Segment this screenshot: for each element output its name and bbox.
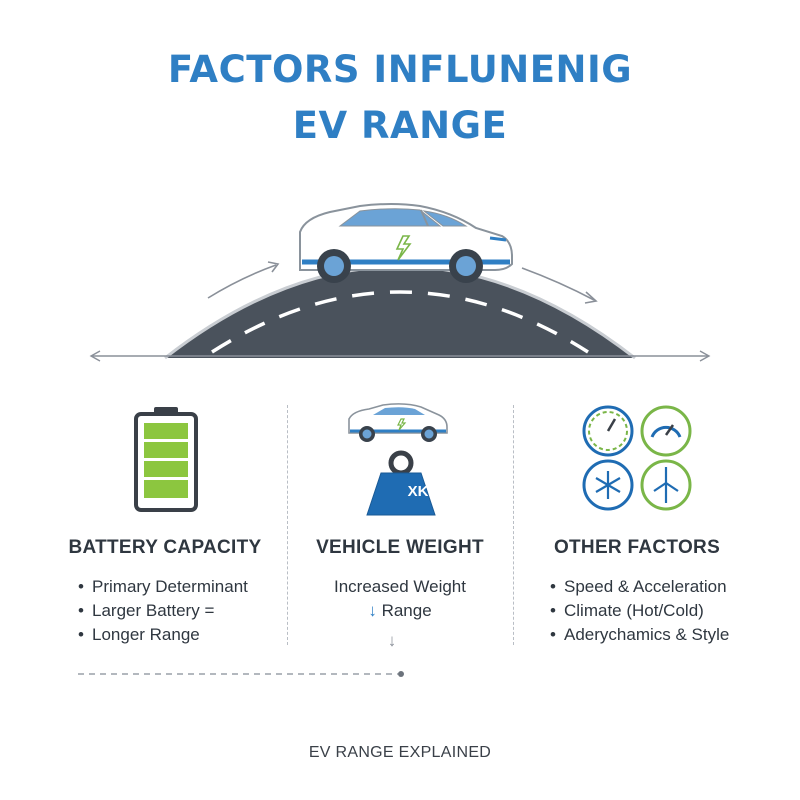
other-factors-icons bbox=[582, 405, 692, 511]
title-line-2: EV RANGE bbox=[292, 104, 508, 147]
column-divider-1 bbox=[287, 405, 288, 645]
horizon-arrow bbox=[89, 350, 711, 362]
other-factors-bullets: Speed & Acceleration Climate (Hot/Cold) … bbox=[550, 575, 729, 647]
road-center-dashes bbox=[211, 290, 589, 354]
snowflake-icon bbox=[582, 459, 634, 511]
car-weight-icon bbox=[348, 403, 448, 516]
battery-bullet-2: Larger Battery = bbox=[78, 599, 248, 623]
weight-icon bbox=[366, 450, 436, 516]
arc-arrow-right bbox=[521, 267, 595, 301]
battery-bullet-1: Primary Determinant bbox=[78, 575, 248, 599]
other-bullet-1: Speed & Acceleration bbox=[550, 575, 729, 599]
weight-range-label: Range bbox=[381, 601, 432, 620]
battery-capacity-heading: BATTERY CAPACITY bbox=[68, 537, 262, 558]
title-line-1: FACTORS INFLUNENIG bbox=[167, 48, 633, 91]
page-title: FACTORS INFLUNENIG EV RANGE bbox=[0, 42, 800, 154]
battery-icon bbox=[134, 407, 198, 512]
footer-caption: EV RANGE EXPLAINED bbox=[308, 744, 492, 761]
other-bullet-2: Climate (Hot/Cold) bbox=[550, 599, 729, 623]
arc-arrow-left bbox=[207, 264, 277, 299]
dashed-connector bbox=[78, 671, 404, 677]
vehicle-weight-heading: VEHICLE WEIGHT bbox=[316, 537, 484, 558]
hero-illustration bbox=[89, 203, 711, 362]
battery-bullets: Primary Determinant Larger Battery = Lon… bbox=[78, 575, 248, 647]
other-bullet-3: Aderychamics & Style bbox=[550, 623, 729, 647]
weight-label: XK bbox=[407, 483, 429, 500]
battery-bullet-3: Longer Range bbox=[78, 623, 248, 647]
down-arrow-icon: ↓ bbox=[387, 631, 397, 650]
column-divider-2 bbox=[513, 405, 514, 645]
down-arrow-icon: ↓ bbox=[368, 601, 377, 620]
other-factors-heading: OTHER FACTORS bbox=[553, 537, 721, 558]
gauge-icon bbox=[640, 405, 692, 457]
weight-line-2: ↓ Range bbox=[275, 599, 525, 623]
speedometer-icon bbox=[582, 405, 634, 457]
small-car-icon bbox=[348, 403, 448, 442]
weight-line-1: Increased Weight bbox=[334, 577, 466, 596]
wind-turbine-icon bbox=[640, 459, 692, 511]
hero-car bbox=[299, 203, 513, 283]
